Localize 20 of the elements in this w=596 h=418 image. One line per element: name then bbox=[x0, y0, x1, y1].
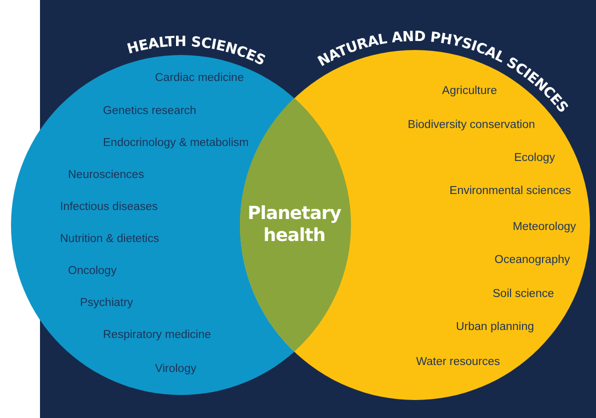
discipline-label: Genetics research bbox=[103, 104, 196, 118]
discipline-label: Endocrinology & metabolism bbox=[103, 136, 249, 150]
discipline-label: Nutrition & dietetics bbox=[60, 232, 160, 246]
discipline-label: Oncology bbox=[68, 264, 117, 278]
center-label: Planetary health bbox=[246, 202, 342, 247]
discipline-label: Environmental sciences bbox=[450, 184, 571, 198]
discipline-label: Psychiatry bbox=[80, 296, 134, 310]
discipline-label: Virology bbox=[155, 362, 196, 376]
discipline-label: Biodiversity conservation bbox=[408, 118, 535, 132]
discipline-label: Neurosciences bbox=[68, 168, 144, 182]
discipline-label: Oceanography bbox=[494, 253, 570, 267]
discipline-label: Ecology bbox=[514, 151, 555, 165]
discipline-label: Infectious diseases bbox=[60, 200, 158, 214]
discipline-label: Water resources bbox=[416, 355, 500, 369]
discipline-label: Agriculture bbox=[442, 84, 497, 98]
discipline-label: Soil science bbox=[492, 287, 554, 301]
discipline-label: Cardiac medicine bbox=[155, 71, 244, 85]
discipline-label: Meteorology bbox=[512, 220, 576, 234]
discipline-label: Urban planning bbox=[456, 320, 534, 334]
discipline-label: Respiratory medicine bbox=[103, 328, 212, 342]
